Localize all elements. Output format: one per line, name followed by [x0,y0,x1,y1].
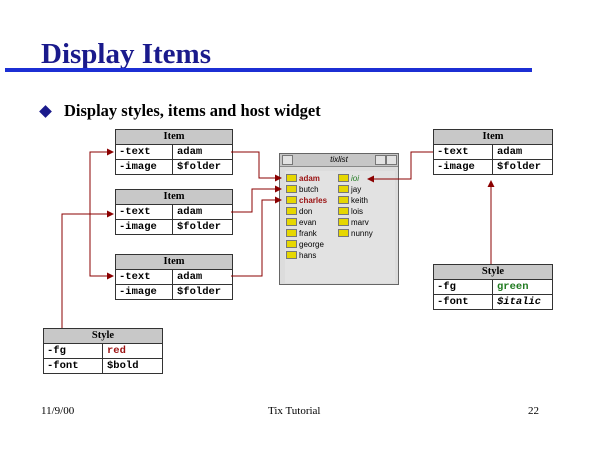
style-key: -fg [434,280,493,294]
item-table-header: Item [116,255,232,270]
tixlist-title: tixlist [330,155,348,164]
arrow-item2-to-butch [231,185,282,213]
window-menu-icon[interactable] [282,155,293,165]
item-value: $folder [177,221,222,233]
style-value-green: green [497,281,529,293]
tixlist-titlebar: tixlist [280,154,398,167]
tixlist-item-label: nunny [351,229,373,238]
arrow-style-left-to-items [61,210,114,328]
tixlist-item-label: george [299,240,324,249]
item-table-header: Item [116,190,232,205]
item-key: -text [116,205,173,219]
tixlist-listbox[interactable]: adam butch charles don evan frank george hans io… [285,171,395,283]
style-table-header: Style [44,329,162,344]
tixlist-item-label: butch [299,185,319,194]
item-key: -image [116,285,173,299]
style-value-italic: $italic [497,296,542,308]
folder-icon [286,229,297,237]
tixlist-item-label: hans [299,251,317,260]
style-key: -fg [44,344,103,358]
style-table-right: Style -fg green -font $italic [433,264,553,310]
item-value: $folder [497,161,542,173]
tixlist-item[interactable]: ioi [338,174,359,184]
item-table-1: Item -text adam -image $folder [115,129,233,175]
tixlist-item[interactable]: butch [286,185,319,195]
slide-title: Display Items [41,38,211,70]
maximize-icon[interactable] [386,155,397,165]
folder-icon [338,218,349,226]
tixlist-item-label: adam [299,174,320,183]
folder-icon [338,174,349,182]
minimize-icon[interactable] [375,155,386,165]
style-table-left: Style -fg red -font $bold [43,328,163,374]
item-value: $folder [177,286,222,298]
style-table-header: Style [434,265,552,280]
item-key: -image [434,160,493,174]
folder-icon [286,218,297,226]
arrow-style-left-to-item1 [89,148,114,214]
tixlist-item-label: lois [351,207,364,216]
folder-icon [286,207,297,215]
arrow-item3-to-charles [231,196,282,277]
tixlist-item[interactable]: keith [338,196,368,206]
style-key: -font [434,295,493,309]
style-key: -font [44,359,103,373]
tixlist-item-label: charles [299,196,328,205]
item-value: adam [497,146,523,158]
item-table-right: Item -text adam -image $folder [433,129,553,175]
tixlist-item[interactable]: adam [286,174,320,184]
tixlist-item-label: evan [299,218,317,227]
tixlist-item-label: keith [351,196,368,205]
item-key: -image [116,160,173,174]
tixlist-item[interactable]: lois [338,207,363,217]
arrow-style-left-to-item3 [89,214,114,280]
folder-icon [286,240,297,248]
item-value: adam [177,146,203,158]
item-key: -image [116,220,173,234]
tixlist-item[interactable]: marv [338,218,369,228]
arrow-itemright-to-ioi [367,151,433,183]
item-table-header: Item [116,130,232,145]
tixlist-item[interactable]: george [286,240,324,250]
item-key: -text [434,145,493,159]
folder-icon [286,251,297,259]
footer-date: 11/9/00 [41,405,75,417]
item-key: -text [116,270,173,284]
item-value: adam [177,206,203,218]
folder-icon [338,229,349,237]
tixlist-window: tixlist adam butch charles don evan frank geor… [279,153,399,285]
page-number: 22 [528,405,539,417]
tixlist-item-label: don [299,207,313,216]
tixlist-item-label: marv [351,218,369,227]
item-value: adam [177,271,203,283]
tixlist-item[interactable]: don [286,207,312,217]
footer-title: Tix Tutorial [268,405,321,417]
folder-icon [286,185,297,193]
item-key: -text [116,145,173,159]
tixlist-item[interactable]: charles [286,196,327,206]
folder-icon [286,196,297,204]
style-value-red: red [107,345,126,357]
folder-icon [286,174,297,182]
bullet-text: Display styles, items and host widget [64,101,321,120]
tixlist-item[interactable]: jay [338,185,361,195]
folder-icon [338,185,349,193]
tixlist-item-label: jay [351,185,362,194]
tixlist-item[interactable]: frank [286,229,317,239]
item-table-header: Item [434,130,552,145]
folder-icon [338,207,349,215]
tixlist-item-label: ioi [351,174,360,183]
tixlist-item[interactable]: hans [286,251,316,261]
tixlist-item-label: frank [299,229,317,238]
tixlist-item[interactable]: nunny [338,229,373,239]
item-value: $folder [177,161,222,173]
tixlist-item[interactable]: evan [286,218,316,228]
title-underline [5,68,532,72]
folder-icon [338,196,349,204]
style-value-bold: $bold [107,360,139,372]
arrow-item1-to-adam [231,151,282,182]
item-table-3: Item -text adam -image $folder [115,254,233,300]
